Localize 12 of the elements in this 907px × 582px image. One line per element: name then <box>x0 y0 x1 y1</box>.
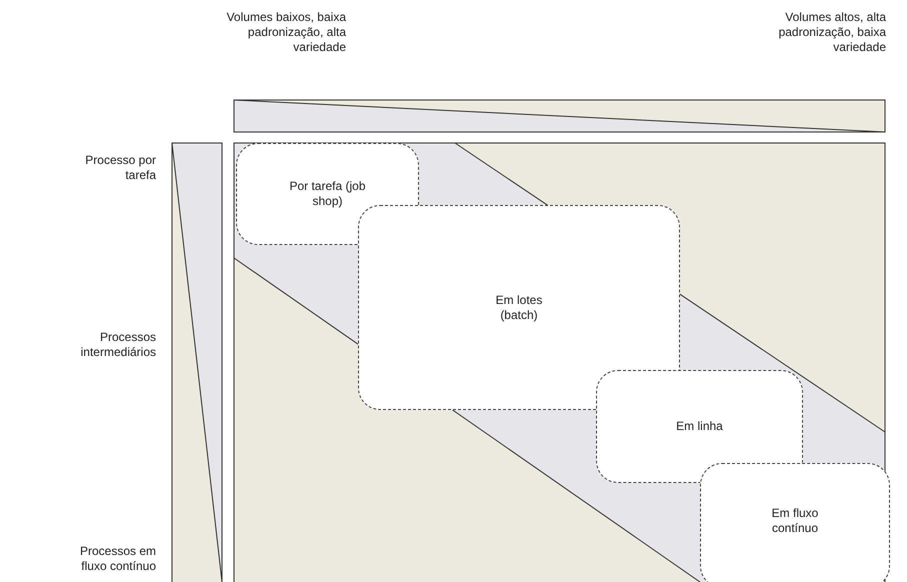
process-type-label: Em fluxo contínuo <box>770 506 820 536</box>
row-label: Processo por tarefa <box>84 153 156 183</box>
row-label: Processos intermediários <box>80 330 156 360</box>
process-type-label: Em linha <box>675 419 724 434</box>
process-box <box>596 370 803 483</box>
process-box <box>358 205 680 410</box>
axis-label: Volumes altos, alta padronização, baixa variedade <box>778 10 886 55</box>
row-label: Processos em fluxo contínuo <box>78 544 156 574</box>
process-type-label: Por tarefa (job shop) <box>288 179 367 209</box>
axis-label: Volumes baixos, baixa padronização, alta variedade <box>226 10 346 55</box>
process-type-label: Em lotes (batch) <box>494 292 544 322</box>
process-box <box>700 463 890 582</box>
